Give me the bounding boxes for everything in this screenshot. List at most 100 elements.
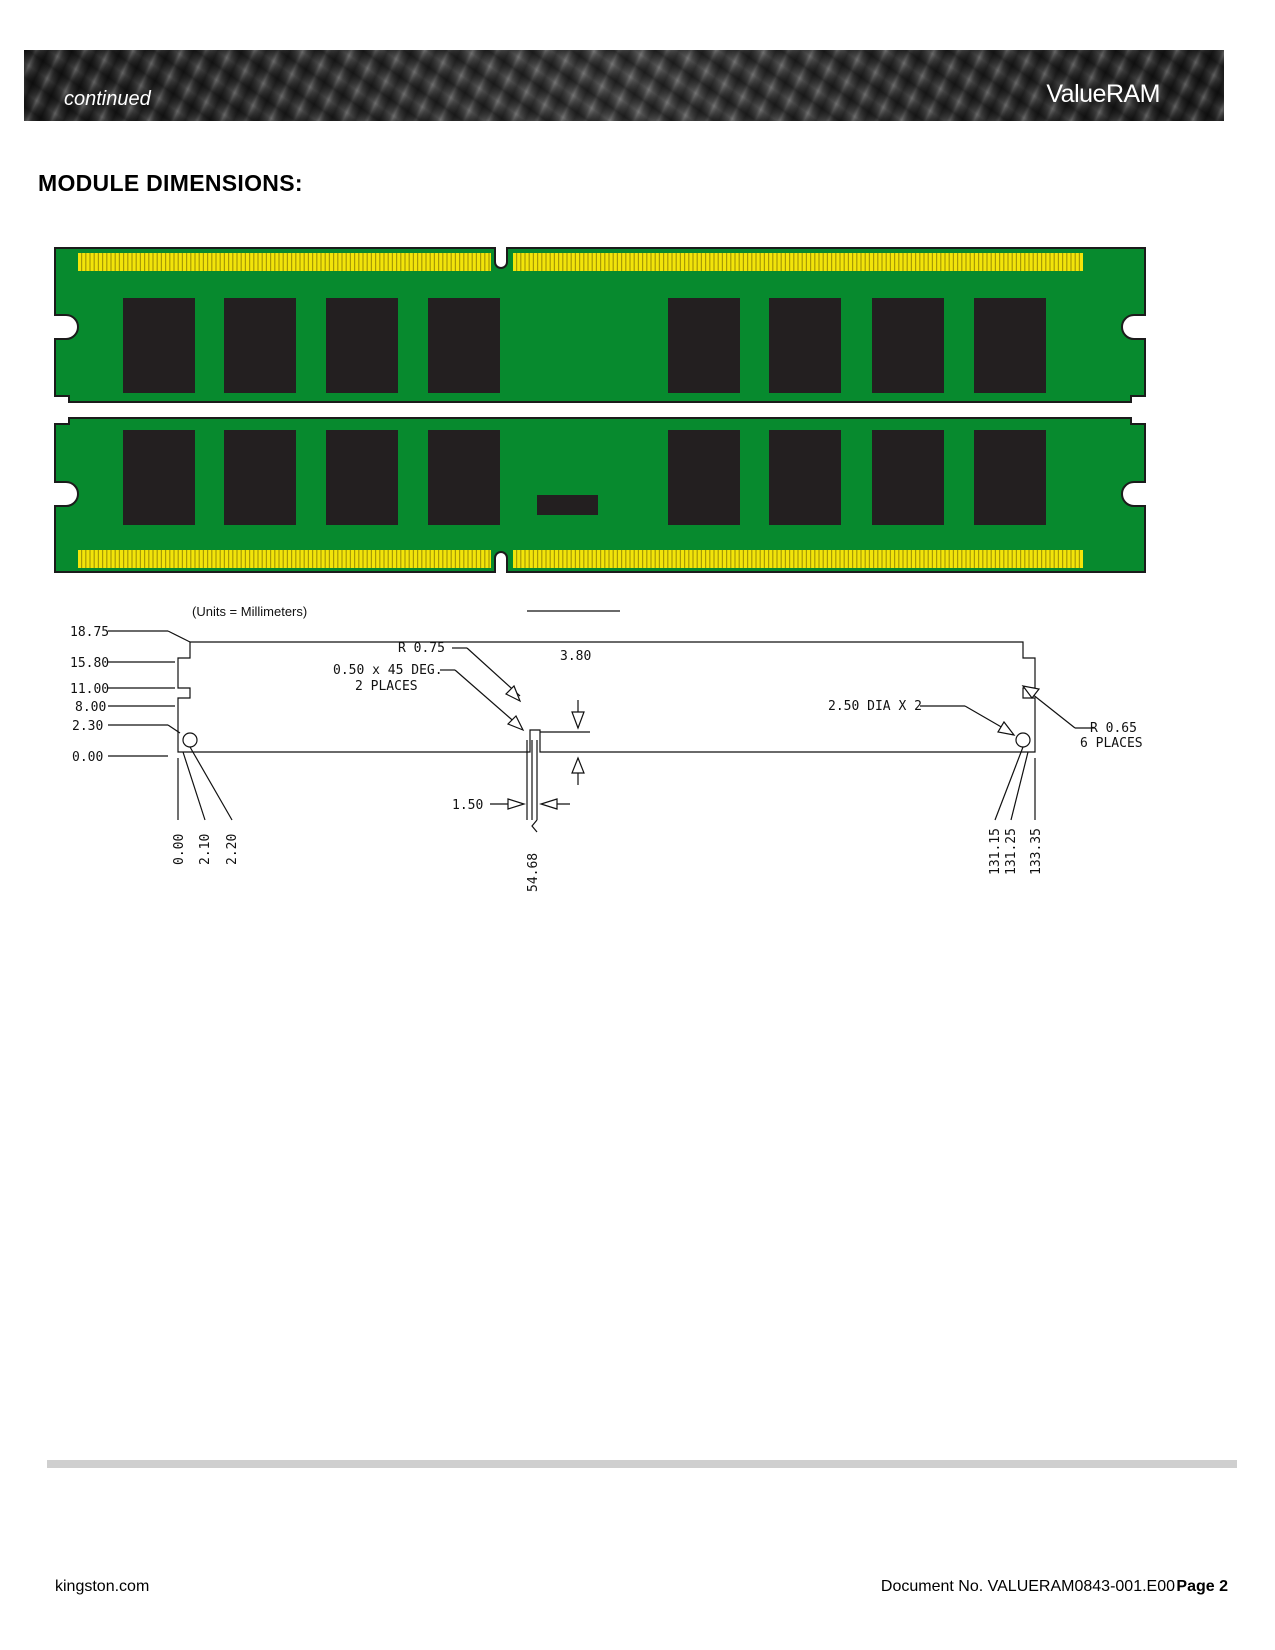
pin-gap xyxy=(826,253,828,271)
dim-x-131-25: 131.25 xyxy=(1004,828,1019,875)
pin-gap xyxy=(730,550,732,568)
pin-gap xyxy=(123,550,125,568)
pin-gap xyxy=(818,550,820,568)
pin-gap xyxy=(768,550,770,568)
pin-gap xyxy=(772,253,774,271)
pin-gap xyxy=(274,550,276,568)
pin-gap xyxy=(1049,550,1051,568)
pin-gap xyxy=(541,253,543,271)
pin-gap xyxy=(165,550,167,568)
pin-gap xyxy=(650,550,652,568)
pin-gap xyxy=(709,550,711,568)
pin-gap xyxy=(261,253,263,271)
spd-chip xyxy=(537,495,598,515)
pin-gap xyxy=(1070,550,1072,568)
pin-gap xyxy=(186,253,188,271)
pin-gap xyxy=(186,550,188,568)
pin-gap xyxy=(1053,550,1055,568)
pin-gap xyxy=(312,550,314,568)
pin-gap xyxy=(160,550,162,568)
pin-gap xyxy=(570,550,572,568)
pin-gap xyxy=(877,253,879,271)
pin-gap xyxy=(826,550,828,568)
pin-gap xyxy=(675,253,677,271)
pin-gap xyxy=(839,550,841,568)
pin-gap xyxy=(982,253,984,271)
pin-gap xyxy=(952,253,954,271)
pin-gap xyxy=(211,550,213,568)
pin-gap xyxy=(667,550,669,568)
pin-gap xyxy=(341,253,343,271)
pin-gap xyxy=(835,550,837,568)
pin-gap xyxy=(181,550,183,568)
pin-gap xyxy=(370,550,372,568)
pin-gap xyxy=(446,253,448,271)
pin-gap xyxy=(894,253,896,271)
pin-gap xyxy=(127,550,129,568)
chip xyxy=(769,298,841,393)
pin-gap xyxy=(337,253,339,271)
pin-gap xyxy=(333,253,335,271)
pin-gap xyxy=(780,253,782,271)
pin-gap xyxy=(358,253,360,271)
chip xyxy=(123,298,195,393)
pin-gap xyxy=(383,253,385,271)
pin-gap xyxy=(822,253,824,271)
pin-gap xyxy=(286,253,288,271)
pin-gap xyxy=(684,550,686,568)
pin-gap xyxy=(299,550,301,568)
pin-gap xyxy=(516,253,518,271)
pin-gap xyxy=(232,550,234,568)
pin-gap xyxy=(751,550,753,568)
pin-gap xyxy=(198,550,200,568)
pin-gap xyxy=(944,253,946,271)
pin-gap xyxy=(123,253,125,271)
pin-gap xyxy=(1024,550,1026,568)
footer-site-link[interactable]: kingston.com xyxy=(55,1578,150,1595)
dim-y-11-00: 11.00 xyxy=(70,682,109,697)
pin-gap xyxy=(303,253,305,271)
pin-gap xyxy=(520,550,522,568)
pin-gap xyxy=(654,550,656,568)
pin-gap xyxy=(978,253,980,271)
pin-gap xyxy=(135,550,137,568)
pin-gap xyxy=(341,550,343,568)
pin-gap xyxy=(433,253,435,271)
pin-gap xyxy=(612,550,614,568)
pin-gap xyxy=(236,253,238,271)
pin-gap xyxy=(177,550,179,568)
pin-gap xyxy=(270,253,272,271)
pin-gap xyxy=(324,253,326,271)
pin-gap xyxy=(873,550,875,568)
pin-gap xyxy=(333,550,335,568)
pin-gap xyxy=(658,550,660,568)
pin-gap xyxy=(1057,253,1059,271)
pin-gap xyxy=(805,550,807,568)
pin-gap xyxy=(810,253,812,271)
mounting-hole-left xyxy=(182,732,198,748)
pin-gap xyxy=(524,550,526,568)
pin-gap xyxy=(219,253,221,271)
pin-gap xyxy=(713,253,715,271)
pin-gap xyxy=(965,550,967,568)
pin-gap xyxy=(303,550,305,568)
pin-gap xyxy=(362,550,364,568)
pin-gap xyxy=(927,253,929,271)
header-brand-logo: ValueRAM xyxy=(1046,80,1160,108)
pin-gap xyxy=(868,253,870,271)
pin-gap xyxy=(520,253,522,271)
pin-gap xyxy=(906,550,908,568)
pin-gap xyxy=(822,550,824,568)
pin-gap xyxy=(282,550,284,568)
pin-gap xyxy=(780,550,782,568)
pin-gap xyxy=(574,550,576,568)
pin-gap xyxy=(1036,253,1038,271)
pin-gap xyxy=(295,253,297,271)
pin-gap xyxy=(240,253,242,271)
callout-r-0-75: R 0.75 xyxy=(398,641,445,656)
mounting-hole-right xyxy=(1015,732,1031,748)
chip xyxy=(123,430,195,525)
pin-gap xyxy=(249,253,251,271)
pin-gap xyxy=(400,253,402,271)
pin-gap xyxy=(1041,550,1043,568)
